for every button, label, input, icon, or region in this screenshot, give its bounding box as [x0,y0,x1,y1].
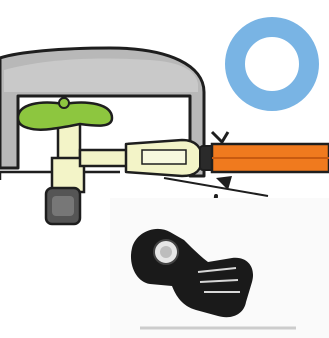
correct-mark-ring [235,27,309,101]
regulator-coupling [126,140,202,176]
clamp-photo-inset [110,198,329,338]
valve-stem [46,120,84,224]
pointer-arrow [164,176,268,196]
hose [212,144,329,172]
connector-pipe [80,150,128,166]
valve-handle [18,98,112,130]
